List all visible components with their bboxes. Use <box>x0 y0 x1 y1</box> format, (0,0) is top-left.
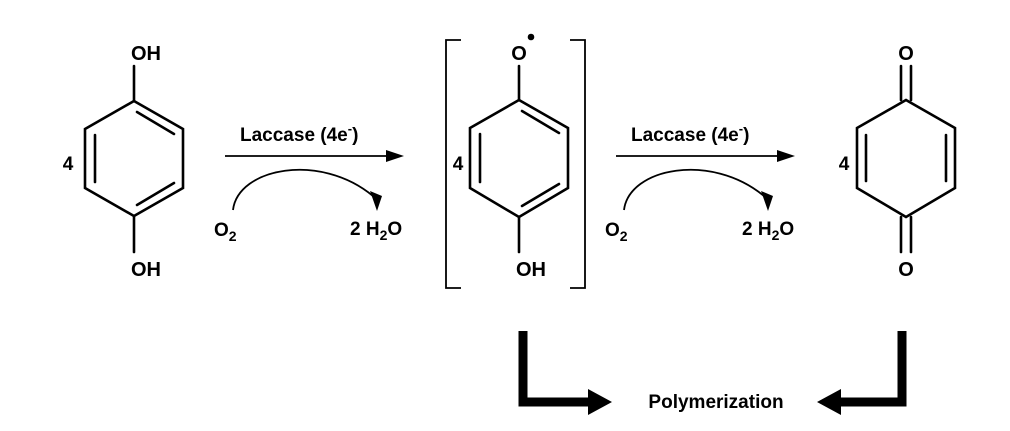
hydroquinone-ring <box>83 99 185 218</box>
hydroquinone-top-oh: OH <box>131 43 161 65</box>
step1-curved-arrowhead <box>370 191 382 211</box>
left-bracket <box>445 39 461 289</box>
step2-curved-arrowhead <box>761 191 773 211</box>
radical-dot-icon <box>527 33 535 41</box>
benzoquinone-coefficient: 4 <box>839 154 850 175</box>
step1-oxygen-label: O2 <box>214 220 237 244</box>
step1-reaction-arrowhead <box>386 150 404 162</box>
step1-water-label: 2 H2O <box>350 219 402 243</box>
step1-curved-arrow <box>232 168 374 211</box>
radical-double-bond <box>520 182 561 208</box>
step2-curved-arrow <box>623 168 765 211</box>
benzoquinone-molecule: 4 O O <box>839 43 957 281</box>
radical-bottom-oh: OH <box>516 259 546 281</box>
benzoquinone-top-oxygen: O <box>898 43 914 65</box>
step2-reaction: Laccase (4e-) O2 2 H2O <box>605 121 795 244</box>
hydroquinone-molecule: 4 OH OH <box>63 43 185 281</box>
right-polymerization-arrowhead <box>817 389 841 415</box>
step1-enzyme-label: Laccase (4e-) <box>240 121 358 146</box>
hydroquinone-bottom-oh: OH <box>131 259 161 281</box>
radical-coefficient: 4 <box>453 154 464 175</box>
right-polymerization-arrow <box>839 331 907 407</box>
step2-oxygen-label: O2 <box>605 220 628 244</box>
step2-water-label: 2 H2O <box>742 219 794 243</box>
hydroquinone-double-bond <box>135 110 176 136</box>
step2-reaction-arrowhead <box>777 150 795 162</box>
step1-reaction: Laccase (4e-) O2 2 H2O <box>214 121 404 244</box>
radical-ring <box>468 98 570 219</box>
benzoquinone-bottom-oxygen: O <box>898 259 914 281</box>
step2-enzyme-label: Laccase (4e-) <box>631 121 749 146</box>
polymerization-label: Polymerization <box>648 392 783 413</box>
benzoquinone-ring <box>855 98 957 219</box>
right-bracket <box>570 39 586 289</box>
radical-top-oxygen: O <box>511 43 527 65</box>
radical-intermediate: 4 O OH <box>445 33 586 289</box>
left-polymerization-arrowhead <box>588 389 612 415</box>
radical-double-bond <box>520 109 561 135</box>
left-polymerization-arrow <box>518 331 590 407</box>
polymerization-arrows: Polymerization <box>518 331 907 415</box>
hydroquinone-double-bond <box>135 181 176 207</box>
hydroquinone-coefficient: 4 <box>63 154 74 175</box>
